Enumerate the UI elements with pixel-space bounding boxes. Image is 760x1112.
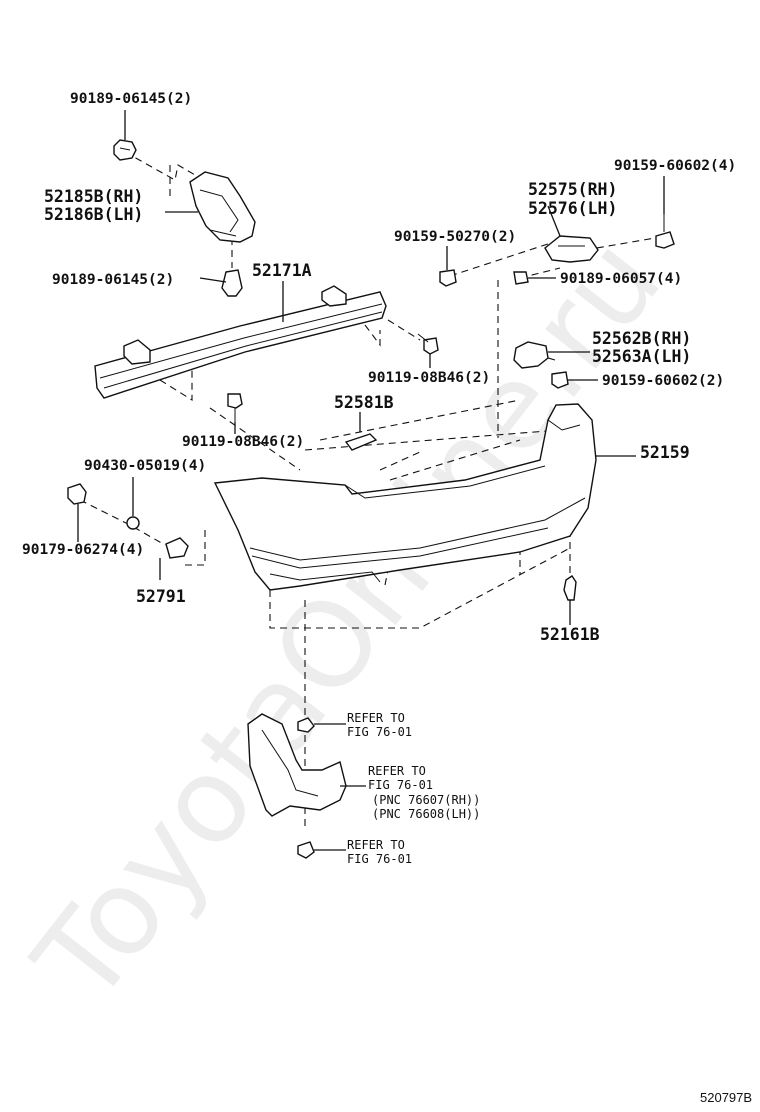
refer-1-line2: FIG 76-01 [347,725,412,739]
leader-lines [77,110,665,851]
label-52171a: 52171A [252,261,312,280]
label-90159-50270: 90159-50270(2) [394,229,516,245]
label-90159-60602-top: 90159-60602(4) [614,158,736,174]
rear-bumper-reflector-plate [344,433,378,451]
washer-90430-05019 [126,516,140,530]
refer-3-line1: REFER TO [347,838,405,852]
label-52563a-lh: 52563A(LH) [592,347,691,366]
refer-2-line1: REFER TO [368,764,426,778]
refer-3-line2: FIG 76-01 [347,852,412,866]
bolt-90119-08b46-right [417,333,439,355]
label-52185b-rh: 52185B(RH) [44,187,143,206]
refer-1-line1: REFER TO [347,711,405,725]
label-52161b: 52161B [540,625,600,644]
label-52576-lh: 52576(LH) [528,199,617,218]
label-90119-08b46-right: 90119-08B46(2) [368,370,490,386]
clip-90189-06057 [513,271,529,285]
label-52575-rh: 52575(RH) [528,180,617,199]
screw-90159-60602-top [655,214,675,249]
bumper-retainer-bracket [513,341,549,369]
refer-2-line2: FIG 76-01 [368,778,433,792]
rear-bumper-cover [213,403,597,591]
label-90189-06145-top: 90189-06145(2) [70,91,192,107]
label-52159: 52159 [640,443,690,462]
assembly-guide-lines [79,151,656,830]
part-labels: 90189-06145(2) 52185B(RH) 52186B(LH) 901… [22,91,752,1105]
label-90189-06057: 90189-06057(4) [560,271,682,287]
rear-bumper-clip-52161b [563,575,577,601]
mud-guard-screw-lower [297,841,315,859]
side-retainer-bracket [189,171,256,243]
bolt-90119-08b46-left [227,393,243,422]
clip-90189-06145-top [113,139,137,161]
label-90179-06274: 90179-06274(4) [22,542,144,558]
label-52581b: 52581B [334,393,394,412]
bumper-reinforcement-bar [94,285,387,399]
diagram-code: 520797B [700,1090,752,1105]
label-90189-06145-lower: 90189-06145(2) [52,272,174,288]
nut-90179-06274 [67,483,87,505]
screw-90159-50270 [439,269,457,287]
refer-2-pnc-lh: (PNC 76608(LH)) [372,807,480,821]
label-90159-60602-lower: 90159-60602(2) [602,373,724,389]
label-52791: 52791 [136,587,186,606]
refer-2-pnc-rh: (PNC 76607(RH)) [372,793,480,807]
label-52186b-lh: 52186B(LH) [44,205,143,224]
watermark: ToyotaOnline.ru [8,212,688,1028]
label-90430-05019: 90430-05019(4) [84,458,206,474]
label-90119-08b46-left: 90119-08B46(2) [182,434,304,450]
rear-bumper-stud-52791 [165,537,189,559]
screw-90159-60602-lower [551,371,569,389]
label-52562b-rh: 52562B(RH) [592,329,691,348]
clip-90189-06145-lower [221,269,243,297]
rear-bumper-side-bracket [544,235,599,263]
mud-guard-clip-upper [297,717,315,733]
